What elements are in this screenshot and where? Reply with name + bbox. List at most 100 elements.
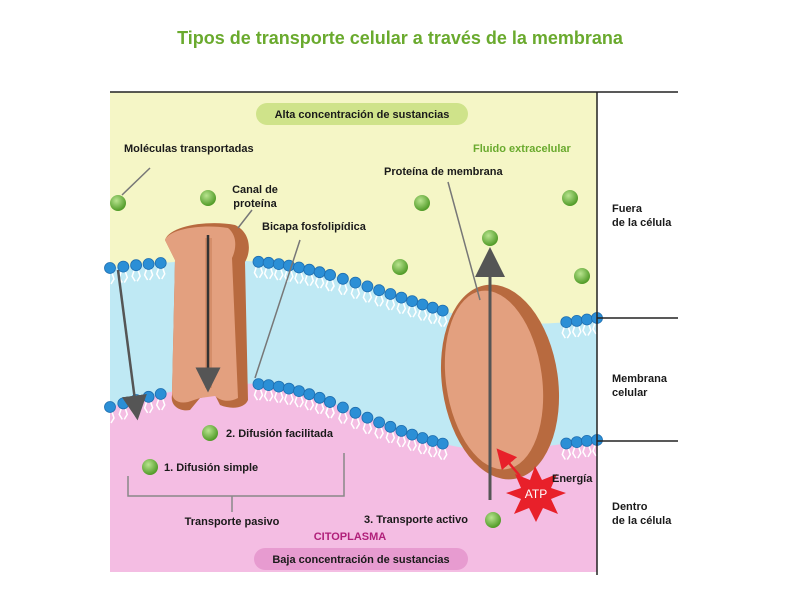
high-concentration-badge: Alta concentración de sustancias (256, 103, 468, 125)
phospholipid-head (373, 416, 386, 429)
lipid-tail (304, 398, 315, 411)
lipid-tail (427, 445, 438, 458)
phospholipid-head (436, 304, 449, 317)
lipid-tail (143, 268, 154, 281)
phospholipid-head (361, 280, 374, 293)
lipid-tail (592, 322, 602, 335)
lipid-tail (385, 431, 396, 444)
lipid-tail (350, 417, 361, 430)
simple-diffusion-arrow (116, 269, 147, 421)
passive-transport-bracket (127, 453, 345, 497)
phospholipid-head (293, 261, 305, 274)
molecule (485, 512, 501, 528)
label-fluido: Fluido extracelular (473, 143, 572, 155)
phospholipid-head (373, 284, 386, 297)
molecule (392, 259, 408, 275)
carrier-protein (440, 284, 560, 480)
lipid-tail (273, 391, 284, 403)
side-label-fuera-2: de la célula (612, 217, 672, 229)
phospholipid-head (154, 257, 167, 269)
lipid-tail (582, 445, 592, 458)
lipid-tail (263, 389, 274, 402)
lipid-tail (561, 326, 572, 339)
lipid-tail (385, 298, 396, 311)
phospholipid-head (560, 316, 573, 329)
diagram-title: Tipos de transporte celular a través de … (177, 28, 624, 48)
phospholipid-head (117, 260, 130, 273)
label-difusion-simple: 1. Difusión simple (164, 462, 258, 474)
phospholipid-head (154, 388, 167, 400)
lipid-tail (437, 448, 448, 460)
phospholipid-head (581, 434, 593, 447)
side-label-membrana-1: Membrana (612, 373, 668, 385)
phospholipid-head (436, 437, 449, 450)
molecule (202, 425, 218, 441)
phospholipid-head (349, 276, 362, 289)
phospholipid-head (395, 424, 408, 437)
phospholipid-head (406, 295, 419, 308)
label-energia: Energía (552, 473, 593, 485)
lipid-tail (571, 446, 582, 459)
phospholipid-head (384, 288, 397, 300)
phospholipid-head (282, 382, 295, 395)
lipid-tail (294, 395, 304, 408)
phospholipid-head (117, 397, 130, 410)
label-canal-2: proteína (233, 198, 277, 210)
molecule-group (110, 190, 590, 528)
label-transporte-activo: 3. Transporte activo (364, 514, 468, 526)
label-difusion-facilitada: 2. Difusión facilitada (226, 428, 334, 440)
lipid-tail (362, 291, 373, 303)
phospholipid-head (361, 411, 374, 424)
phospholipid-head (130, 259, 143, 272)
phospholipid-head (570, 314, 583, 327)
lipid-tail (396, 302, 407, 314)
phospholipid-head (313, 391, 326, 404)
lipid-tail (427, 312, 438, 325)
lipid-tail (571, 325, 582, 338)
phospholipid-head (324, 396, 336, 408)
phospholipid-head (142, 258, 155, 270)
phospholipid-head (570, 436, 583, 449)
phospholipid-heads-top (104, 255, 603, 339)
phospholipid-head (395, 291, 408, 304)
pointer-moleculas (121, 167, 151, 196)
lipid-tail (417, 442, 428, 455)
lipid-tail (284, 393, 294, 405)
energy-arrow (496, 448, 521, 477)
phospholipid-head (426, 435, 439, 447)
lipid-tail (396, 435, 407, 448)
lipid-tail (582, 324, 592, 336)
lipid-tail (350, 287, 361, 299)
pointer-bicapa (254, 239, 301, 379)
label-moleculas: Moléculas transportadas (124, 143, 254, 155)
phospholipid-head (349, 406, 362, 419)
cytoplasm-region (110, 381, 597, 572)
phospholipid-head (262, 379, 275, 392)
lipid-tail (417, 309, 428, 321)
lipid-tail (253, 266, 264, 279)
lipid-tail (338, 412, 348, 424)
side-label-fuera-1: Fuera (612, 203, 643, 215)
lipid-tail (314, 276, 325, 289)
phospholipid-head (416, 298, 429, 311)
lipid-tail (407, 439, 417, 452)
phospholipid-head (336, 272, 349, 285)
molecule (482, 230, 498, 246)
label-bicapa: Bicapa fosfolipídica (262, 221, 367, 233)
molecule (142, 459, 158, 475)
phospholipid-head (293, 385, 305, 398)
low-concentration-label: Baja concentración de sustancias (272, 554, 449, 566)
lipid-tail (374, 427, 384, 439)
lipid-tail (253, 388, 264, 401)
molecule (414, 195, 430, 211)
phospholipid-head (426, 301, 439, 314)
phospholipid-head (384, 420, 397, 433)
phospholipid-head (416, 432, 429, 444)
lipid-tail (155, 398, 166, 411)
phospholipid-head (104, 401, 116, 413)
lipid-tail (374, 294, 384, 307)
lipid-tail (362, 422, 373, 435)
phospholipid-head (303, 388, 316, 401)
molecule (562, 190, 578, 206)
